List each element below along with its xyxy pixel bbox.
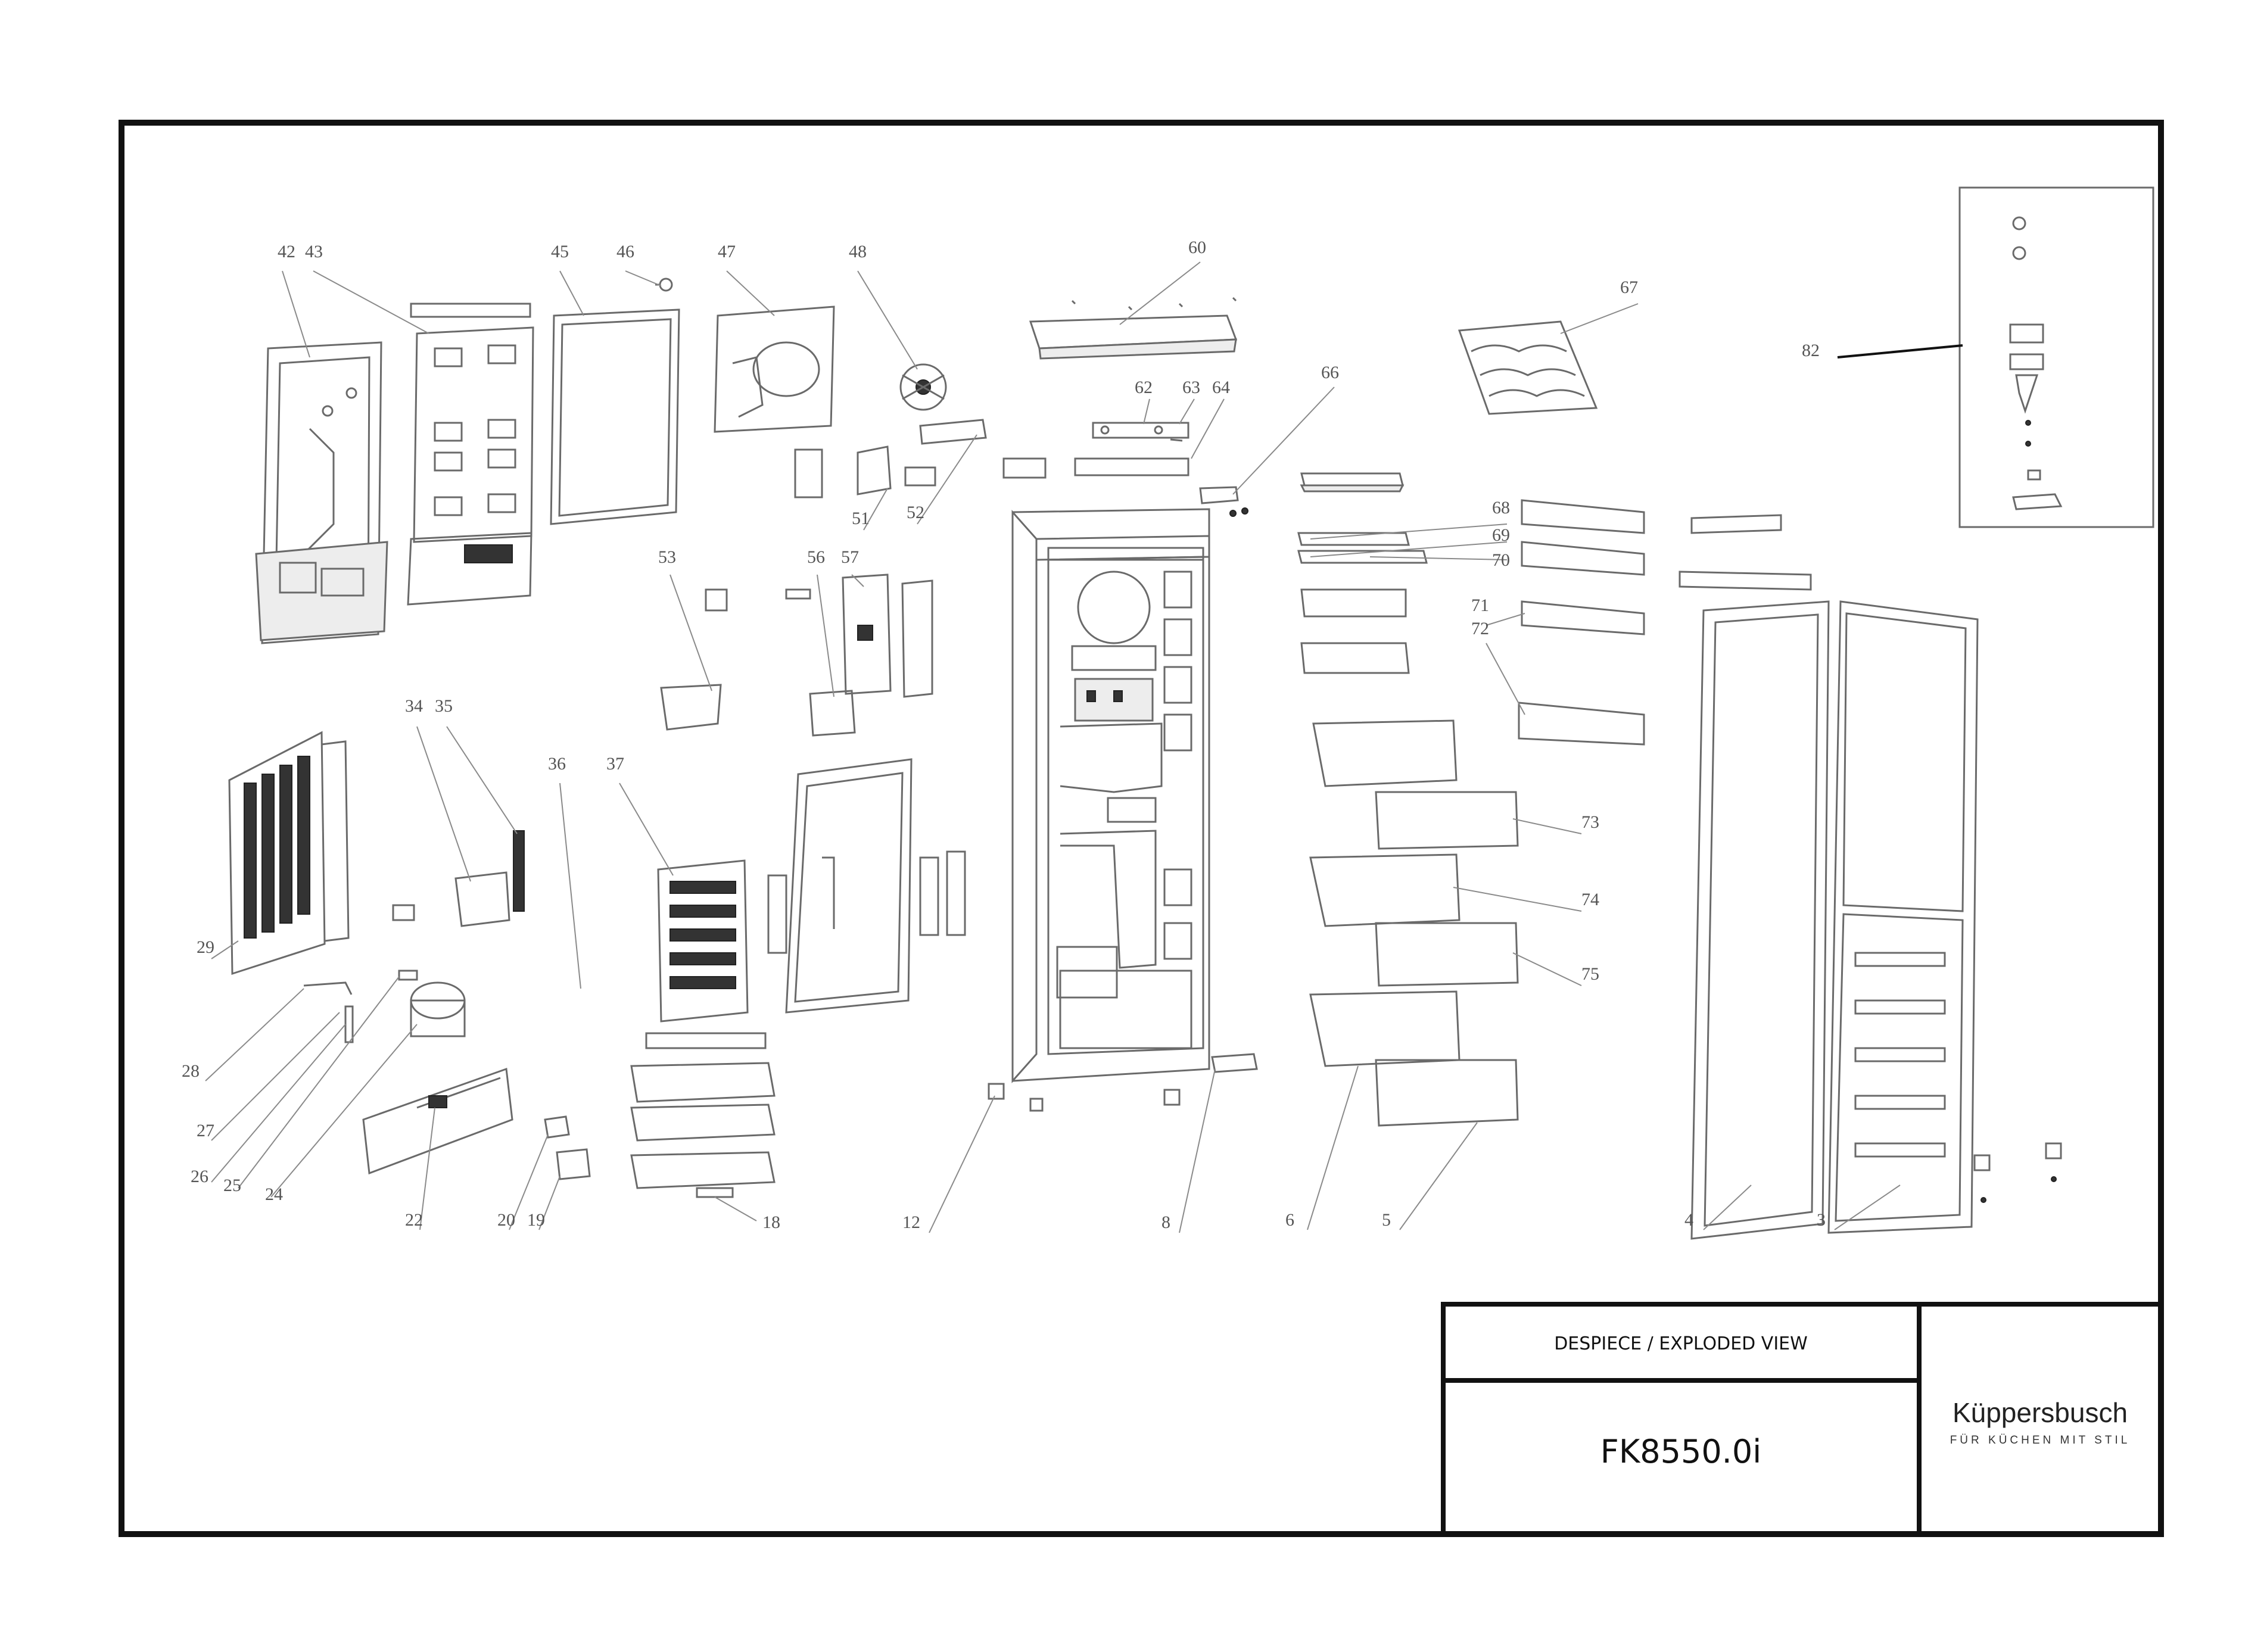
part-label-52: 52 — [907, 503, 924, 522]
part-18-freezer-drawers — [630, 1062, 776, 1198]
part-label-68: 68 — [1492, 498, 1510, 518]
part-label-28: 28 — [182, 1061, 200, 1081]
part-label-64: 64 — [1212, 378, 1230, 397]
part-19-20-relay — [544, 1115, 591, 1180]
part-label-53: 53 — [658, 547, 676, 567]
part-label-36: 36 — [548, 754, 566, 774]
part-label-5: 5 — [1382, 1210, 1391, 1230]
part-label-42: 42 — [278, 242, 295, 261]
part-82-hardware-kit — [1958, 186, 2154, 528]
part-label-82: 82 — [1802, 341, 1820, 360]
part-bottom-hinges — [1973, 1142, 2062, 1203]
part-freezer-door-liner — [767, 758, 966, 1014]
part-label-72: 72 — [1471, 619, 1489, 638]
brand-slogan: FÜR KÜCHEN MIT STIL — [1950, 1434, 2131, 1447]
part-label-12: 12 — [902, 1212, 920, 1232]
part-label-18: 18 — [762, 1212, 780, 1232]
title-block-header: DESPIECE / EXPLODED VIEW — [1554, 1333, 1808, 1354]
part-label-63: 63 — [1182, 378, 1200, 397]
part-label-74: 74 — [1581, 890, 1599, 909]
part-label-27: 27 — [197, 1121, 214, 1140]
part-label-20: 20 — [497, 1210, 515, 1230]
part-label-46: 46 — [616, 242, 634, 261]
part-label-4: 4 — [1684, 1210, 1693, 1230]
part-label-45: 45 — [551, 242, 569, 261]
title-block-frame — [1441, 1302, 2163, 1536]
part-label-29: 29 — [197, 937, 214, 957]
part-label-57: 57 — [841, 547, 859, 567]
part-label-35: 35 — [435, 696, 453, 716]
part-label-70: 70 — [1492, 550, 1510, 570]
part-label-43: 43 — [305, 242, 323, 261]
part-37-evaporator — [645, 859, 767, 1049]
part-22-24-compressor-assembly — [362, 904, 513, 1175]
part-label-34: 34 — [405, 696, 423, 716]
part-47-fan-housing — [714, 306, 835, 433]
part-label-51: 51 — [852, 509, 870, 528]
part-60-top-cover — [1029, 297, 1238, 360]
title-block: DESPIECE / EXPLODED VIEW FK8550.0i Küppe… — [1441, 1302, 2163, 1536]
part-label-19: 19 — [527, 1210, 545, 1230]
drawing-frame — [119, 120, 2164, 1537]
part-label-60: 60 — [1188, 238, 1206, 257]
part-label-56: 56 — [807, 547, 825, 567]
part-crisper-drawers — [1309, 719, 1519, 1127]
part-42-back-panel — [255, 341, 388, 644]
part-label-67: 67 — [1620, 278, 1638, 297]
part-glass-shelves — [1297, 472, 1428, 674]
part-label-66: 66 — [1321, 363, 1339, 382]
part-label-69: 69 — [1492, 525, 1510, 545]
part-label-8: 8 — [1161, 1212, 1170, 1232]
part-66-top-hinge — [1199, 486, 1248, 517]
part-door-bins — [1518, 499, 1645, 746]
part-label-47: 47 — [718, 242, 736, 261]
model-number: FK8550.0i — [1600, 1433, 1761, 1470]
part-label-24: 24 — [265, 1185, 283, 1204]
part-48-fan — [899, 363, 947, 411]
brand-logo: Küppersbusch — [1953, 1397, 2128, 1428]
part-28-tube — [303, 981, 354, 1043]
part-label-73: 73 — [1581, 812, 1599, 832]
part-label-22: 22 — [405, 1210, 423, 1230]
part-label-75: 75 — [1581, 964, 1599, 984]
part-label-6: 6 — [1285, 1210, 1294, 1230]
part-label-25: 25 — [223, 1176, 241, 1195]
part-51-52-brackets — [794, 419, 987, 498]
parts-artwork — [228, 186, 2154, 1240]
part-53-bracket — [660, 588, 728, 731]
part-43-inner-panel — [407, 303, 534, 606]
part-29-condenser — [228, 731, 350, 975]
part-56-57-duct — [785, 573, 933, 737]
part-12-8-feet — [988, 1053, 1258, 1112]
part-label-3: 3 — [1817, 1210, 1826, 1230]
part-62-64-control-board — [1002, 422, 1189, 479]
leader-lines — [205, 261, 1963, 1233]
part-label-37: 37 — [606, 754, 624, 774]
part-67-wine-rack — [1458, 320, 1598, 415]
part-number-labels: 42 43 45 46 47 48 60 62 63 64 66 67 82 5… — [182, 238, 1826, 1232]
part-label-71: 71 — [1471, 596, 1489, 615]
part-45-glass-panel — [550, 308, 680, 525]
part-label-48: 48 — [849, 242, 867, 261]
part-doors — [1679, 514, 1979, 1240]
part-main-cabinet — [1011, 508, 1210, 1083]
part-label-62: 62 — [1135, 378, 1153, 397]
part-label-26: 26 — [191, 1167, 208, 1186]
part-34-35-components — [454, 830, 525, 927]
